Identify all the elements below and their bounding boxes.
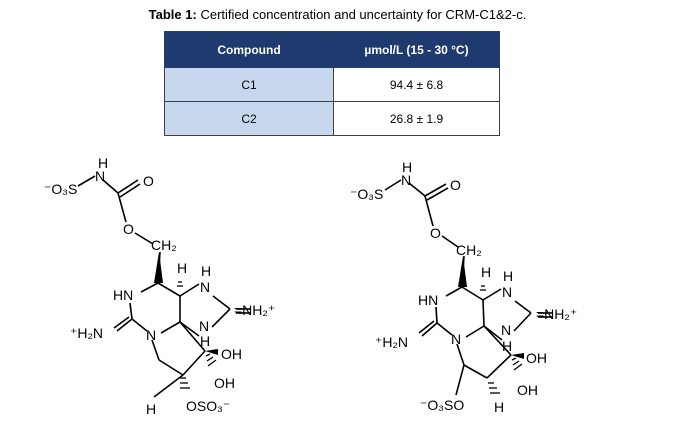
c1-nh2-plus: =NH₂⁺ [234,302,275,318]
c2-nh2-plus: =NH₂⁺ [536,306,577,322]
c2-h-ring: H [502,338,512,354]
structure-c1-wedge-oh [205,349,218,355]
c2-ester-o: O [430,225,441,241]
c2-h-bottom: H [494,399,504,415]
c1-nh-n: N [95,168,105,184]
c2-carbonyl-o: O [450,177,461,193]
structure-c2-bonds [384,179,552,396]
c2-n-bridge: N [451,331,461,347]
c2-oso3: ⁻O₃SO [420,397,464,413]
concentration-table: Compound µmol/L (15 - 30 °C) C1 94.4 ± 6… [164,31,500,136]
c2-so3: ⁻O₃S [350,186,383,202]
c2-n-ring: N [501,322,511,338]
header-compound: Compound [164,31,334,68]
c1-nh-h: H [98,155,108,171]
c1-h-top2: H [201,263,211,279]
c1-so3: ⁻O₃S [44,181,77,197]
c1-ester-o: O [123,221,134,237]
caption-text: Certified concentration and uncertainty … [200,7,527,22]
c2-nh-n: N [401,172,411,188]
table-header-row: Compound µmol/L (15 - 30 °C) [164,31,500,68]
c2-h-top2: H [503,268,513,284]
c1-oh2: OH [214,375,235,391]
c1-hn: HN [113,287,133,303]
c2-h-top: H [481,264,491,280]
structure-c2-wedge [458,256,467,287]
c1-n-ring: N [199,318,209,334]
c1-oso3: OSO₃⁻ [186,398,230,414]
c1-n-top: N [200,279,210,295]
structure-c1-hash [177,281,217,389]
structure-c1-wedge [154,252,163,283]
cell-value: 94.4 ± 6.8 [333,67,500,102]
cell-value: 26.8 ± 1.9 [333,101,500,136]
c1-h-ring: H [200,333,210,349]
c2-nh-h: H [402,159,412,175]
structure-c2-wedge-oh [511,353,524,359]
c2-oh1: OH [526,350,547,366]
structure-c2-hash [480,285,523,394]
c2-n-top: N [502,284,512,300]
c2-oh2: OH [517,382,538,398]
c1-n-bridge: N [146,327,156,343]
c2-h2n-plus: ⁺H₂N [375,334,408,350]
c2-hn: HN [418,292,438,308]
c1-h-top: H [177,260,187,276]
header-concentration: µmol/L (15 - 30 °C) [333,31,500,68]
c1-h2n-plus: ⁺H₂N [70,325,103,341]
c2-ch2: CH₂ [456,242,482,258]
table-row: C2 26.8 ± 1.9 [164,101,500,136]
cell-compound: C1 [164,67,334,102]
c1-oh1: OH [221,346,242,362]
table-row: C1 94.4 ± 6.8 [164,67,500,102]
table-caption: Table 1: Certified concentration and unc… [0,7,675,22]
c1-h-bottom: H [146,401,156,417]
caption-label: Table 1: [148,7,197,22]
c1-ch2: CH₂ [151,237,177,253]
cell-compound: C2 [164,101,334,136]
c1-carbonyl-o: O [143,173,154,189]
